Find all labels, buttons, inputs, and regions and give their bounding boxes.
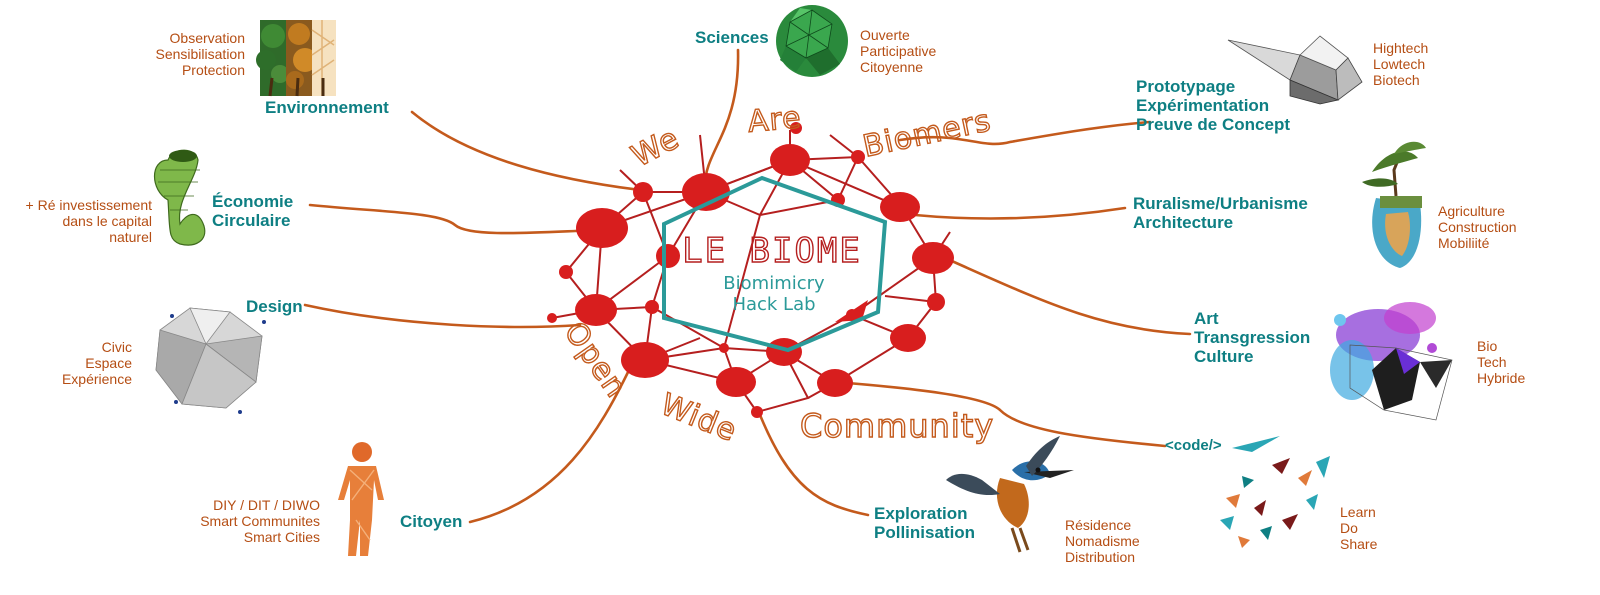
node-sciences-sub: Ouverte Participative Citoyenne	[860, 27, 937, 76]
node-citoyen-sub: DIY / DIT / DIWO Smart Communites Smart …	[200, 497, 320, 546]
connector-prototypage	[898, 120, 1152, 146]
node-code-sub: Learn Do Share	[1340, 504, 1378, 553]
human-figure-icon	[338, 442, 384, 556]
connector-ruralisme	[913, 206, 1127, 220]
hub-hexagon	[662, 175, 888, 353]
connector-code	[833, 380, 1167, 448]
node-exploration-sub: Résidence Nomadisme Distribution	[1065, 517, 1140, 566]
node-sciences-title: Sciences	[695, 28, 769, 47]
hub-subtitle-line-1: Biomimicry	[723, 273, 825, 294]
node-environnement-title: Environnement	[265, 98, 389, 117]
node-citoyen-title: Citoyen	[400, 512, 463, 531]
node-economie-title: Économie Circulaire	[212, 192, 294, 231]
folded-paper-shape-icon	[1227, 35, 1363, 105]
network-nodes	[547, 122, 954, 418]
ring-word-are: Are	[746, 100, 803, 140]
node-ruralisme-sub: Agriculture Construction Mobiliité	[1438, 203, 1517, 252]
node-prototypage-title: Prototypage Expérimentation Preuve de Co…	[1136, 77, 1290, 135]
node-exploration-title: Exploration Pollinisation	[874, 504, 976, 543]
connector-economie	[308, 203, 602, 235]
hub-subtitle-line-2: Hack Lab	[732, 294, 815, 315]
ring-word-biomers: Biomers	[860, 103, 994, 164]
node-art-sub: Bio Tech Hybride	[1477, 338, 1526, 387]
node-design-title: Design	[246, 297, 303, 316]
tree-seasons-icon	[256, 20, 336, 97]
ring-word-we: We	[626, 121, 685, 175]
node-environnement-sub: Observation Sensibilisation Protection	[155, 30, 246, 79]
node-design-sub: Civic Espace Expérience	[61, 339, 132, 388]
connector-exploration	[756, 408, 870, 517]
hub-center: LE BIOME Biomimicry Hack Lab	[681, 230, 862, 315]
paint-splash-polygon-icon	[1330, 302, 1453, 421]
connector-sciences	[703, 48, 740, 187]
floating-island-icon	[1362, 141, 1426, 268]
connector-design	[303, 303, 582, 329]
klein-bottle-icon	[154, 149, 206, 246]
ring-word-community: Community	[800, 407, 994, 445]
hub-title: LE BIOME	[682, 231, 862, 271]
connector-lines	[303, 48, 1192, 524]
hub-network	[547, 122, 954, 418]
node-ruralisme-title: Ruralisme/Urbanisme Architecture	[1133, 194, 1308, 233]
node-code-title: <code/>	[1165, 437, 1222, 454]
ring-word-wide: Wide	[656, 387, 742, 449]
connector-environnement	[410, 110, 642, 192]
node-prototypage-sub: Hightech Lowtech Biotech	[1373, 40, 1429, 89]
node-art-title: Art Transgression Culture	[1194, 309, 1311, 367]
scattered-shards-icon	[1220, 436, 1330, 548]
crumpled-polyhedron-icon	[155, 307, 266, 414]
node-economie-sub: + Ré investissement dans le capital natu…	[25, 197, 152, 246]
green-geodesic-sphere-icon	[776, 5, 848, 77]
kingfisher-bird-icon	[946, 436, 1074, 553]
connector-art	[943, 256, 1192, 336]
connector-citoyen	[468, 366, 632, 524]
